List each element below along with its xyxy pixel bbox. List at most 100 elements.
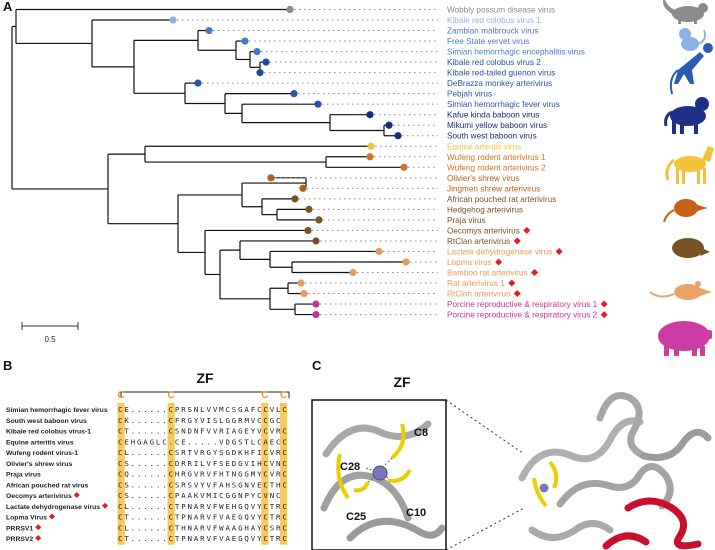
alignment-row-name: Kibale red colobus virus-1 [6, 429, 91, 436]
taxon-label: Equine arteritis virus [447, 142, 521, 151]
taxon-label: African pouched rat arterivirus [447, 195, 556, 204]
tip-node [297, 279, 305, 287]
tip-node [205, 26, 213, 35]
red-diamond-icon [600, 311, 608, 319]
alignment-row-sequence: CQ......CHRGVRVFHTNGGMYCVRC [118, 470, 287, 479]
scale-bar: 0.5 [21, 322, 79, 344]
horse-icon [665, 146, 714, 184]
tip-node [312, 300, 320, 308]
taxon-label: Porcine reproductive & respiratory virus… [447, 300, 598, 309]
residue-label-c25: C25 [346, 511, 366, 523]
taxon-label: Jingmen shrew arterivirus [447, 184, 540, 193]
tip-node [169, 16, 177, 24]
alignment-row-sequence: CL......CTHNARVFWAAGHAYCSRC [118, 523, 287, 532]
alignment-row-sequence: CS......CSRSVYVFAHSGNVECTHC [118, 480, 287, 489]
tip-node [304, 226, 312, 235]
residue-label-c8: C8 [414, 427, 428, 439]
taxon-label: DeBrazza monkey arterivirus [447, 79, 552, 88]
tip-node [385, 121, 393, 129]
cysteine-column-letter: C [118, 390, 125, 401]
protein-ribbon [518, 392, 712, 550]
taxon-label: Pebjah virus [447, 90, 492, 99]
panel-letter-b: B [3, 358, 13, 373]
panel-letter-a: A [3, 0, 13, 14]
alignment-row-name: Lopma Virus [6, 515, 47, 522]
tip-node [394, 132, 402, 140]
taxon-label: RtClon arterivirus [447, 290, 510, 299]
taxon-label: Simian hemorrhagic encephalitis virus [447, 48, 585, 57]
zinc-ion-full [539, 483, 549, 493]
red-diamond-icon [73, 492, 80, 498]
tip-node [349, 268, 357, 277]
tip-node [314, 100, 322, 108]
cysteine-column-letter: C [280, 390, 287, 401]
tree-leader-lines [177, 9, 438, 316]
taxon-label: Olivier's shrew virus [447, 174, 520, 183]
baboon-icon [664, 97, 709, 134]
taxon-label: Kafue kinda baboon virus [447, 111, 539, 120]
tip-node [299, 184, 307, 192]
alignment-row-sequence: CL......CSRTVRGYSGDKHFICVRC [118, 448, 287, 457]
red-diamond-icon [35, 524, 42, 531]
alignment-row-sequence: CS......CPAAKVMICGGNPYCVNC [118, 491, 281, 500]
tip-node [286, 5, 294, 14]
red-diamond-icon [513, 290, 521, 298]
alignment-row-name: Equine arteritis virus [6, 439, 74, 446]
structure-title: ZF [393, 374, 411, 390]
alignment-row-name: PRRSV1 [6, 525, 33, 532]
red-diamond-icon [49, 513, 56, 520]
taxon-label: Hedgehog arterivirus [447, 205, 523, 214]
guenon-monkey-icon [669, 43, 713, 95]
alignment-row-sequence: CE......CPRSNLVVMCSGAFCCVLC [118, 405, 287, 414]
alignment-row-sequence: CK......CFRGYVISLGGRMVCCGC [118, 416, 281, 425]
cysteine-column-highlight [280, 403, 288, 545]
alignment-row-sequence: CEHGAGLC.CE.....VDGSTLCAECC [118, 437, 287, 446]
alignment-row-name: African pouched rat virus [6, 482, 89, 489]
taxon-label: Lopma virus [447, 258, 492, 267]
taxon-label: Kibale red colobus virus 1 [447, 16, 541, 25]
tip-node [366, 111, 374, 119]
cysteine-column-letter: C [168, 390, 175, 401]
cysteine-column-highlight [167, 403, 175, 545]
tip-node [267, 174, 275, 182]
taxon-label: Rat arterivirus 1 [447, 279, 505, 288]
alignment-row-sequence: CT......CTPNARVFVAEGQVYCTRC [118, 513, 287, 522]
tip-node [312, 310, 320, 319]
taxon-label: Free State vervet virus [447, 37, 529, 46]
tip-node [300, 289, 308, 298]
taxon-label: Porcine reproductive & respiratory virus… [447, 311, 598, 320]
red-diamond-icon [495, 258, 503, 266]
tip-node [402, 258, 410, 266]
taxon-label: Kibale red colobus virus 2 [447, 58, 541, 67]
red-diamond-icon [600, 300, 608, 308]
conserved-cysteine-columns: C8C10C25C28 [117, 390, 288, 545]
taxon-label: Wobbly possum disease virus [447, 6, 555, 15]
tip-node [312, 237, 320, 245]
tip-node [291, 195, 299, 203]
taxon-label: RtClan arterivirus [447, 237, 510, 246]
alignment-row-sequence: CT......CTPNARVFVAEGQVYCTRC [118, 534, 287, 543]
taxon-label: Oecomys arterivirus [447, 226, 520, 235]
alignment-bracket [120, 391, 290, 398]
cysteine-column-letter: C [261, 390, 268, 401]
tip-node [305, 205, 313, 213]
red-diamond-icon [35, 535, 42, 541]
alignment-row-sequence: CL......CTPNARVFWEHGQVYCTRC [118, 502, 287, 511]
alignment-row-name: Lactate dehydrogenase virus [6, 504, 100, 511]
alignment-row-name: South west baboon virus [6, 418, 87, 425]
zinc-finger-alignment: ZF C8C10C25C28 Simian hemorrhagic fever … [6, 370, 290, 545]
alignment-row-name: Simian hemorrhagic fever virus [6, 407, 108, 414]
taxon-label: Lactate dehydrogenase virus [447, 247, 552, 256]
scale-bar-label: 0.5 [44, 335, 56, 344]
red-diamond-icon [513, 237, 521, 245]
tip-node [262, 58, 270, 66]
alignment-row-name: Wufeng rodent virus-1 [6, 450, 78, 457]
shrew-icon [663, 199, 708, 223]
taxon-label: Wufeng rodent arterivirus 2 [447, 163, 546, 172]
residue-label-c28: C28 [340, 461, 360, 473]
tip-node [367, 142, 375, 150]
alignment-title: ZF [196, 370, 214, 386]
red-diamond-icon [555, 247, 563, 255]
taxon-label: Zambian malbrouck virus [447, 27, 538, 36]
